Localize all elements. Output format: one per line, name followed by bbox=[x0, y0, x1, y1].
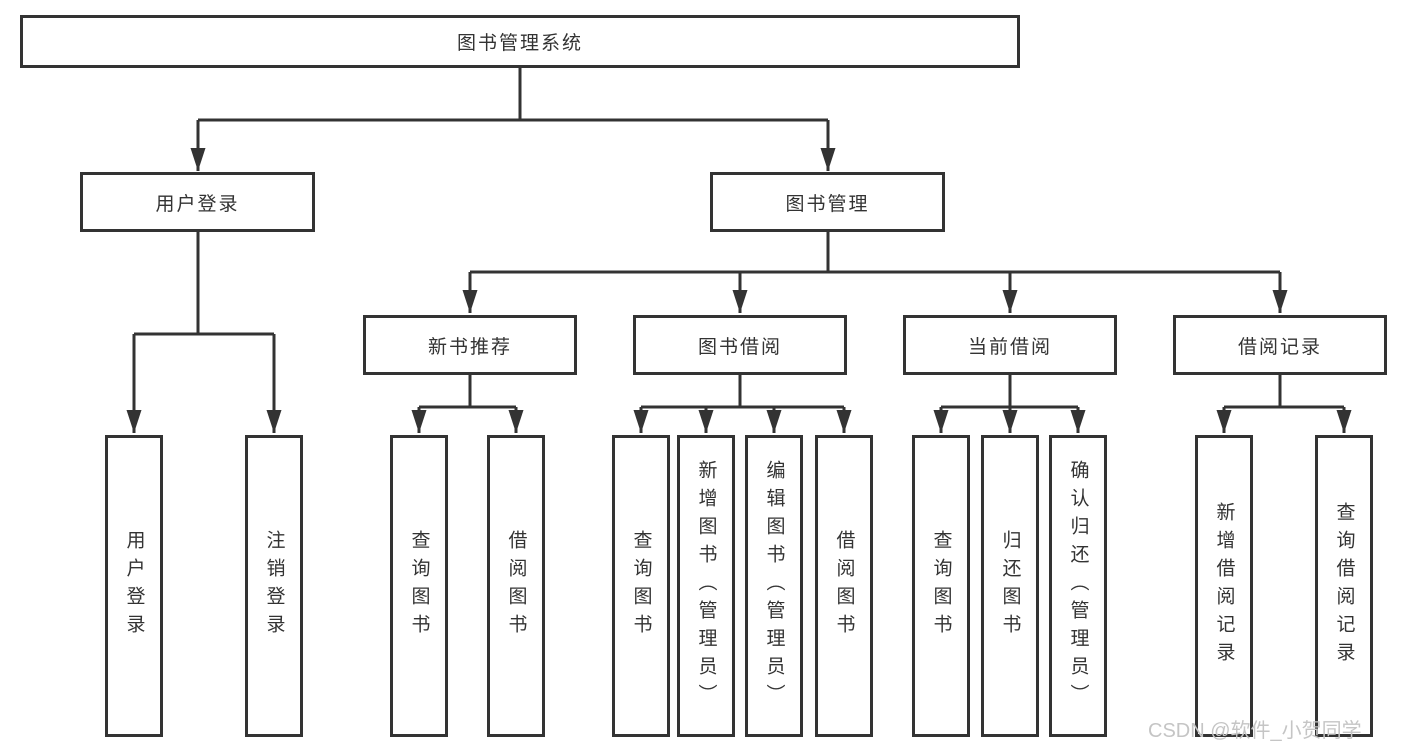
node-book-borrow: 图书借阅 bbox=[633, 315, 847, 375]
leaf-current-query-books: 查询图书 bbox=[912, 435, 970, 737]
node-book-management: 图书管理 bbox=[710, 172, 945, 232]
leaf-user-login: 用户登录 bbox=[105, 435, 163, 737]
leaf-records-add-record-label: 新增借阅记录 bbox=[1213, 502, 1235, 670]
node-borrow-records: 借阅记录 bbox=[1173, 315, 1387, 375]
leaf-recommend-borrow-books: 借阅图书 bbox=[487, 435, 545, 737]
node-current-borrow: 当前借阅 bbox=[903, 315, 1117, 375]
node-root-system: 图书管理系统 bbox=[20, 15, 1020, 68]
leaf-borrow-query-books: 查询图书 bbox=[612, 435, 670, 737]
leaf-records-query-record-label: 查询借阅记录 bbox=[1333, 502, 1355, 670]
csdn-watermark: CSDN @软件_小贺同学 bbox=[1148, 720, 1362, 742]
leaf-logout: 注销登录 bbox=[245, 435, 303, 737]
connector-trunks bbox=[134, 68, 1344, 409]
leaf-current-confirm-return-admin: 确认归还（管理员） bbox=[1049, 435, 1107, 737]
leaf-logout-label: 注销登录 bbox=[263, 530, 285, 642]
node-root-system-label: 图书管理系统 bbox=[456, 33, 583, 54]
node-current-borrow-label: 当前借阅 bbox=[967, 336, 1052, 358]
node-book-borrow-label: 图书借阅 bbox=[697, 336, 782, 358]
node-new-book-recommend: 新书推荐 bbox=[363, 315, 577, 375]
leaf-borrow-add-books-admin: 新增图书（管理员） bbox=[677, 435, 735, 737]
leaf-records-add-record: 新增借阅记录 bbox=[1195, 435, 1253, 737]
node-user-login-branch: 用户登录 bbox=[80, 172, 315, 232]
leaf-borrow-borrow-books-label: 借阅图书 bbox=[833, 530, 855, 642]
leaf-recommend-borrow-books-label: 借阅图书 bbox=[505, 530, 527, 642]
leaf-current-query-books-label: 查询图书 bbox=[930, 530, 952, 642]
leaf-user-login-label: 用户登录 bbox=[123, 530, 145, 642]
leaf-records-query-record: 查询借阅记录 bbox=[1315, 435, 1373, 737]
leaf-recommend-query-books-label: 查询图书 bbox=[408, 530, 430, 642]
node-user-login-branch-label: 用户登录 bbox=[155, 193, 240, 215]
leaf-current-return-books: 归还图书 bbox=[981, 435, 1039, 737]
node-new-book-recommend-label: 新书推荐 bbox=[427, 336, 512, 358]
leaf-current-confirm-return-admin-label: 确认归还（管理员） bbox=[1067, 460, 1089, 712]
leaf-recommend-query-books: 查询图书 bbox=[390, 435, 448, 737]
leaf-borrow-add-books-admin-label: 新增图书（管理员） bbox=[695, 460, 717, 712]
leaf-borrow-query-books-label: 查询图书 bbox=[630, 530, 652, 642]
leaf-borrow-edit-books-admin-label: 编辑图书（管理员） bbox=[763, 460, 785, 712]
leaf-borrow-borrow-books: 借阅图书 bbox=[815, 435, 873, 737]
leaf-current-return-books-label: 归还图书 bbox=[999, 530, 1021, 642]
leaf-borrow-edit-books-admin: 编辑图书（管理员） bbox=[745, 435, 803, 737]
node-book-management-label: 图书管理 bbox=[785, 193, 870, 215]
node-borrow-records-label: 借阅记录 bbox=[1237, 336, 1322, 358]
